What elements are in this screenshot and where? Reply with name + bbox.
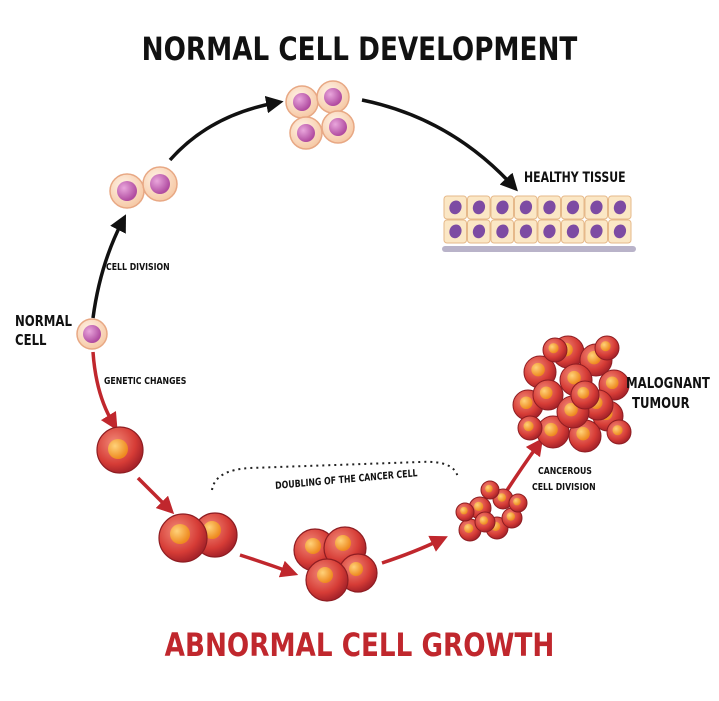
arrow-division-to-four [168,95,284,162]
cancer-cell [508,493,528,513]
cancerous-division-label-line2: CELL DIVISION [532,482,596,493]
malignant-label-line1: MALOGNANT [626,374,710,392]
arrow-double-to-four [239,553,299,578]
malignant-label-line2: TUMOUR [632,394,690,412]
cancer-cell [542,337,568,363]
normal-cell [76,318,108,350]
cancerous-division-label-line1: CANCEROUS [538,466,592,477]
two-normal-cells [109,166,178,209]
arrow-normal-to-mutated [91,351,118,431]
tissue-cell [443,219,467,244]
cancer-cell [480,480,500,500]
arrow-normal-to-division [91,214,126,319]
healthy-tissue-label: HEALTHY TISSUE [524,170,626,186]
tissue-cell [608,195,632,220]
tissue-cell [584,195,608,220]
tissue-cell [608,219,632,244]
cancer-cell [594,335,620,361]
tissue-cell [514,195,538,220]
healthy-tissue [442,195,636,252]
cancer-cell [606,419,632,445]
tissue-cell [490,219,514,244]
arrow-mutated-to-double [136,476,175,515]
tissue-cell [467,195,491,220]
normal-cell-label-line1: NORMAL [15,312,72,330]
arrow-four-to-cluster [381,535,448,565]
four-normal-cells [285,80,355,150]
genetic-changes-label: GENETIC CHANGES [104,376,187,387]
tissue-cell [537,219,561,244]
tissue-cell [467,219,491,244]
doubling-bracket [211,460,459,491]
cancer-cell [517,415,543,441]
cancer-cell-cluster [455,480,528,542]
tissue-cell [443,195,467,220]
malignant-tumour [512,335,632,453]
cancer-cell [474,511,496,533]
tissue-cell [537,195,561,220]
tissue-cell [561,195,585,220]
tissue-cell [490,195,514,220]
normal-development-title: NORMAL CELL DEVELOPMENT [141,30,578,68]
cancer-cell [532,379,564,411]
abnormal-growth-title: ABNORMAL CELL GROWTH [164,626,555,664]
tissue-cell [514,219,538,244]
cell-division-label: CELL DIVISION [106,262,170,273]
four-cancer-cells [293,526,378,602]
tissue-cell [561,219,585,244]
arrow-four-to-tissue [361,98,518,192]
normal-cell-label-line2: CELL [15,331,47,349]
cancer-cell [455,502,475,522]
cancer-cell [570,380,600,410]
tissue-cell [584,219,608,244]
mutated-cell [96,426,144,474]
doubled-cancer-cells [158,512,238,563]
cancer-cell [536,415,570,449]
